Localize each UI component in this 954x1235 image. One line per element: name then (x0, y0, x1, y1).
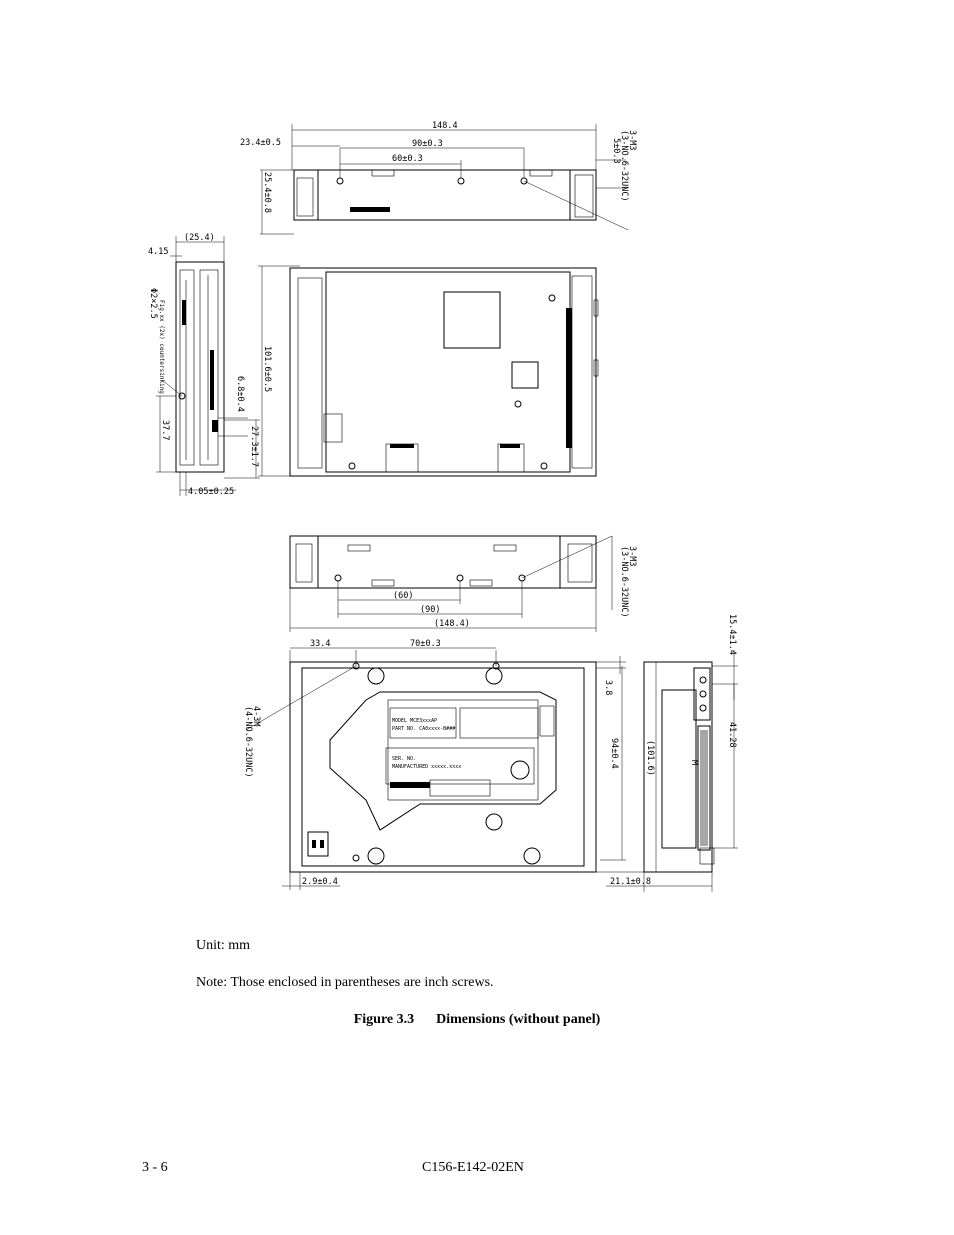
dim-3-8: 3.8 (603, 680, 613, 695)
screw-callout-bottom-inch: (3-NO.6-32UNC) (619, 546, 629, 618)
parentheses-note: Note: Those enclosed in parentheses are … (196, 975, 494, 990)
bottom-view: MODEL MCE3xxxAP PART NO. CA0xxxx-B### SE… (243, 639, 660, 890)
dim-101-6-paren: (101.6) (645, 740, 655, 776)
screw-callout-bottom: 3-M3 (627, 546, 637, 566)
hole-note-small: Fig.xx (2x) countersinking (158, 300, 165, 394)
dim-60-paren: (60) (393, 591, 413, 601)
dim-21-1: 21.1±0.8 (610, 877, 651, 887)
dim-6-8: 6.8±0.4 (235, 376, 245, 412)
dim-23-4: 23.4±0.5 (240, 138, 281, 148)
label-ser: SER. NO. (392, 756, 416, 762)
hole-note: Φ2×2.5 (148, 288, 158, 319)
label-part: PART NO. CA0xxxx-B### (392, 726, 455, 732)
side-view: (25.4) 4.15 Φ2×2.5 Fig.xx (2x) countersi… (148, 233, 300, 497)
pcb-plan-view (289, 267, 599, 477)
screw-callout-bottom-view: 4-3M (251, 706, 261, 726)
dim-33-4: 33.4 (310, 639, 330, 649)
page-number: 3 - 6 (142, 1160, 168, 1175)
dim-25-4: 25.4±0.8 (262, 172, 272, 213)
unit-note: Unit: mm (196, 938, 251, 953)
figure-caption: Figure 3.3 Dimensions (without panel) (0, 1012, 954, 1028)
figure-label: Figure 3.3 (353, 1012, 415, 1027)
bottom-side-view: (60) (90) (148.4) 3-M3 (3-NO.6-32UNC) (289, 535, 637, 632)
figure-title: Dimensions (without panel) (436, 1012, 601, 1027)
screw-callout-top: 3-M3 (627, 130, 637, 150)
dim-101-6: 101.6±0.5 (262, 346, 272, 392)
dim-90-paren: (90) (420, 605, 440, 615)
label-made: MANUFACTURED xxxxx.xxxx (392, 764, 461, 770)
rear-mark-m: M (689, 760, 699, 765)
dim-37-7: 37.7 (160, 420, 170, 440)
screw-callout-bottom-view-inch: (4-NO.6-32UNC) (243, 706, 253, 778)
dim-2-9: 2.9±0.4 (302, 877, 338, 887)
rear-view: M 15.4±1.4 41.28 21.1±0.8 (606, 614, 738, 892)
document-code: C156-E142-02EN (422, 1160, 524, 1175)
dim-5: 5±0.3 (611, 138, 621, 164)
dim-27-3: 27.3±1.7 (249, 426, 259, 467)
dim-41-28: 41.28 (727, 722, 737, 748)
dim-15-4: 15.4±1.4 (727, 614, 737, 655)
dim-148-4-paren: (148.4) (434, 619, 470, 629)
dim-4-15: 4.15 (148, 247, 168, 257)
dim-25-4-paren: (25.4) (184, 233, 215, 243)
dim-94: 94±0.4 (609, 738, 619, 769)
screw-callout-top-inch: (3-NO.6-32UNC) (619, 130, 629, 202)
dim-4-05: 4.05±0.25 (188, 487, 234, 497)
dimensions-drawing: 148.4 23.4±0.5 90±0.3 60±0.3 25.4±0.8 5±… (148, 121, 738, 892)
dim-90: 90±0.3 (412, 139, 443, 149)
dim-148-4: 148.4 (432, 121, 458, 131)
label-model: MODEL MCE3xxxAP (392, 718, 437, 724)
top-view: 148.4 23.4±0.5 90±0.3 60±0.3 25.4±0.8 5±… (240, 121, 637, 235)
dim-70: 70±0.3 (410, 639, 441, 649)
dim-60: 60±0.3 (392, 154, 423, 164)
